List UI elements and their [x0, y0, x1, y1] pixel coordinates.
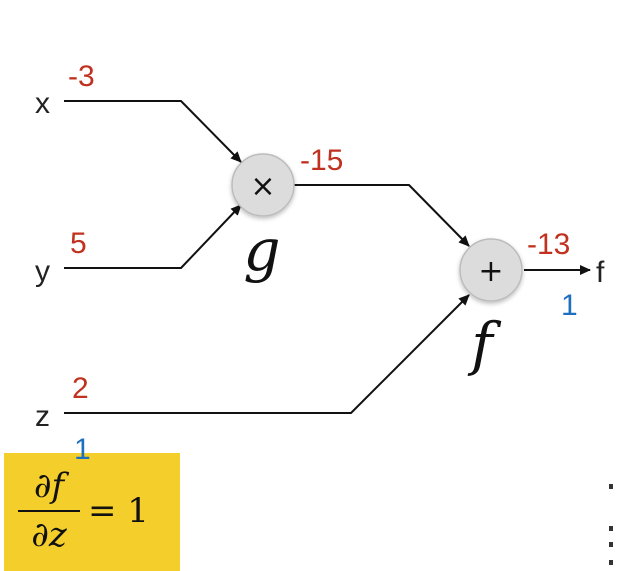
forward-value-y: 5 — [70, 227, 87, 260]
plus-icon: + — [478, 254, 503, 289]
forward-value-z: 2 — [72, 372, 89, 405]
formula-highlight-box — [4, 453, 180, 571]
add-gate: + — [459, 238, 523, 302]
multiply-icon: × — [250, 169, 275, 204]
edge-multiply-to-add — [294, 184, 470, 247]
multiply-gate: × — [231, 153, 295, 217]
input-label-z: z — [35, 400, 50, 433]
input-label-x: x — [35, 87, 50, 120]
add-function-name: f — [467, 310, 502, 378]
add-gate-circle — [459, 238, 523, 302]
multiply-gate-circle — [231, 153, 295, 217]
forward-value-add: -13 — [527, 228, 570, 261]
formula-denominator: ∂z — [31, 515, 67, 555]
edge-x-to-multiply — [64, 100, 242, 163]
partial-derivative-formula: ∂f ∂z = 1 — [4, 453, 180, 571]
formula-fraction: ∂f ∂z — [18, 465, 80, 556]
edge-y-to-multiply — [64, 204, 242, 269]
forward-value-multiply: -15 — [300, 144, 343, 177]
gradient-value-output: 1 — [561, 289, 578, 322]
gradient-value-z: 1 — [74, 433, 91, 466]
fraction-bar — [18, 510, 80, 512]
formula-rhs: = 1 — [88, 491, 149, 531]
forward-value-x: -3 — [68, 60, 95, 93]
cropped-edge-marks — [609, 484, 615, 568]
multiply-function-name: g — [243, 216, 280, 284]
formula-numerator: ∂f — [33, 466, 65, 506]
output-label-f: f — [596, 256, 605, 289]
edge-z-to-add — [64, 294, 470, 414]
input-label-y: y — [35, 255, 50, 288]
